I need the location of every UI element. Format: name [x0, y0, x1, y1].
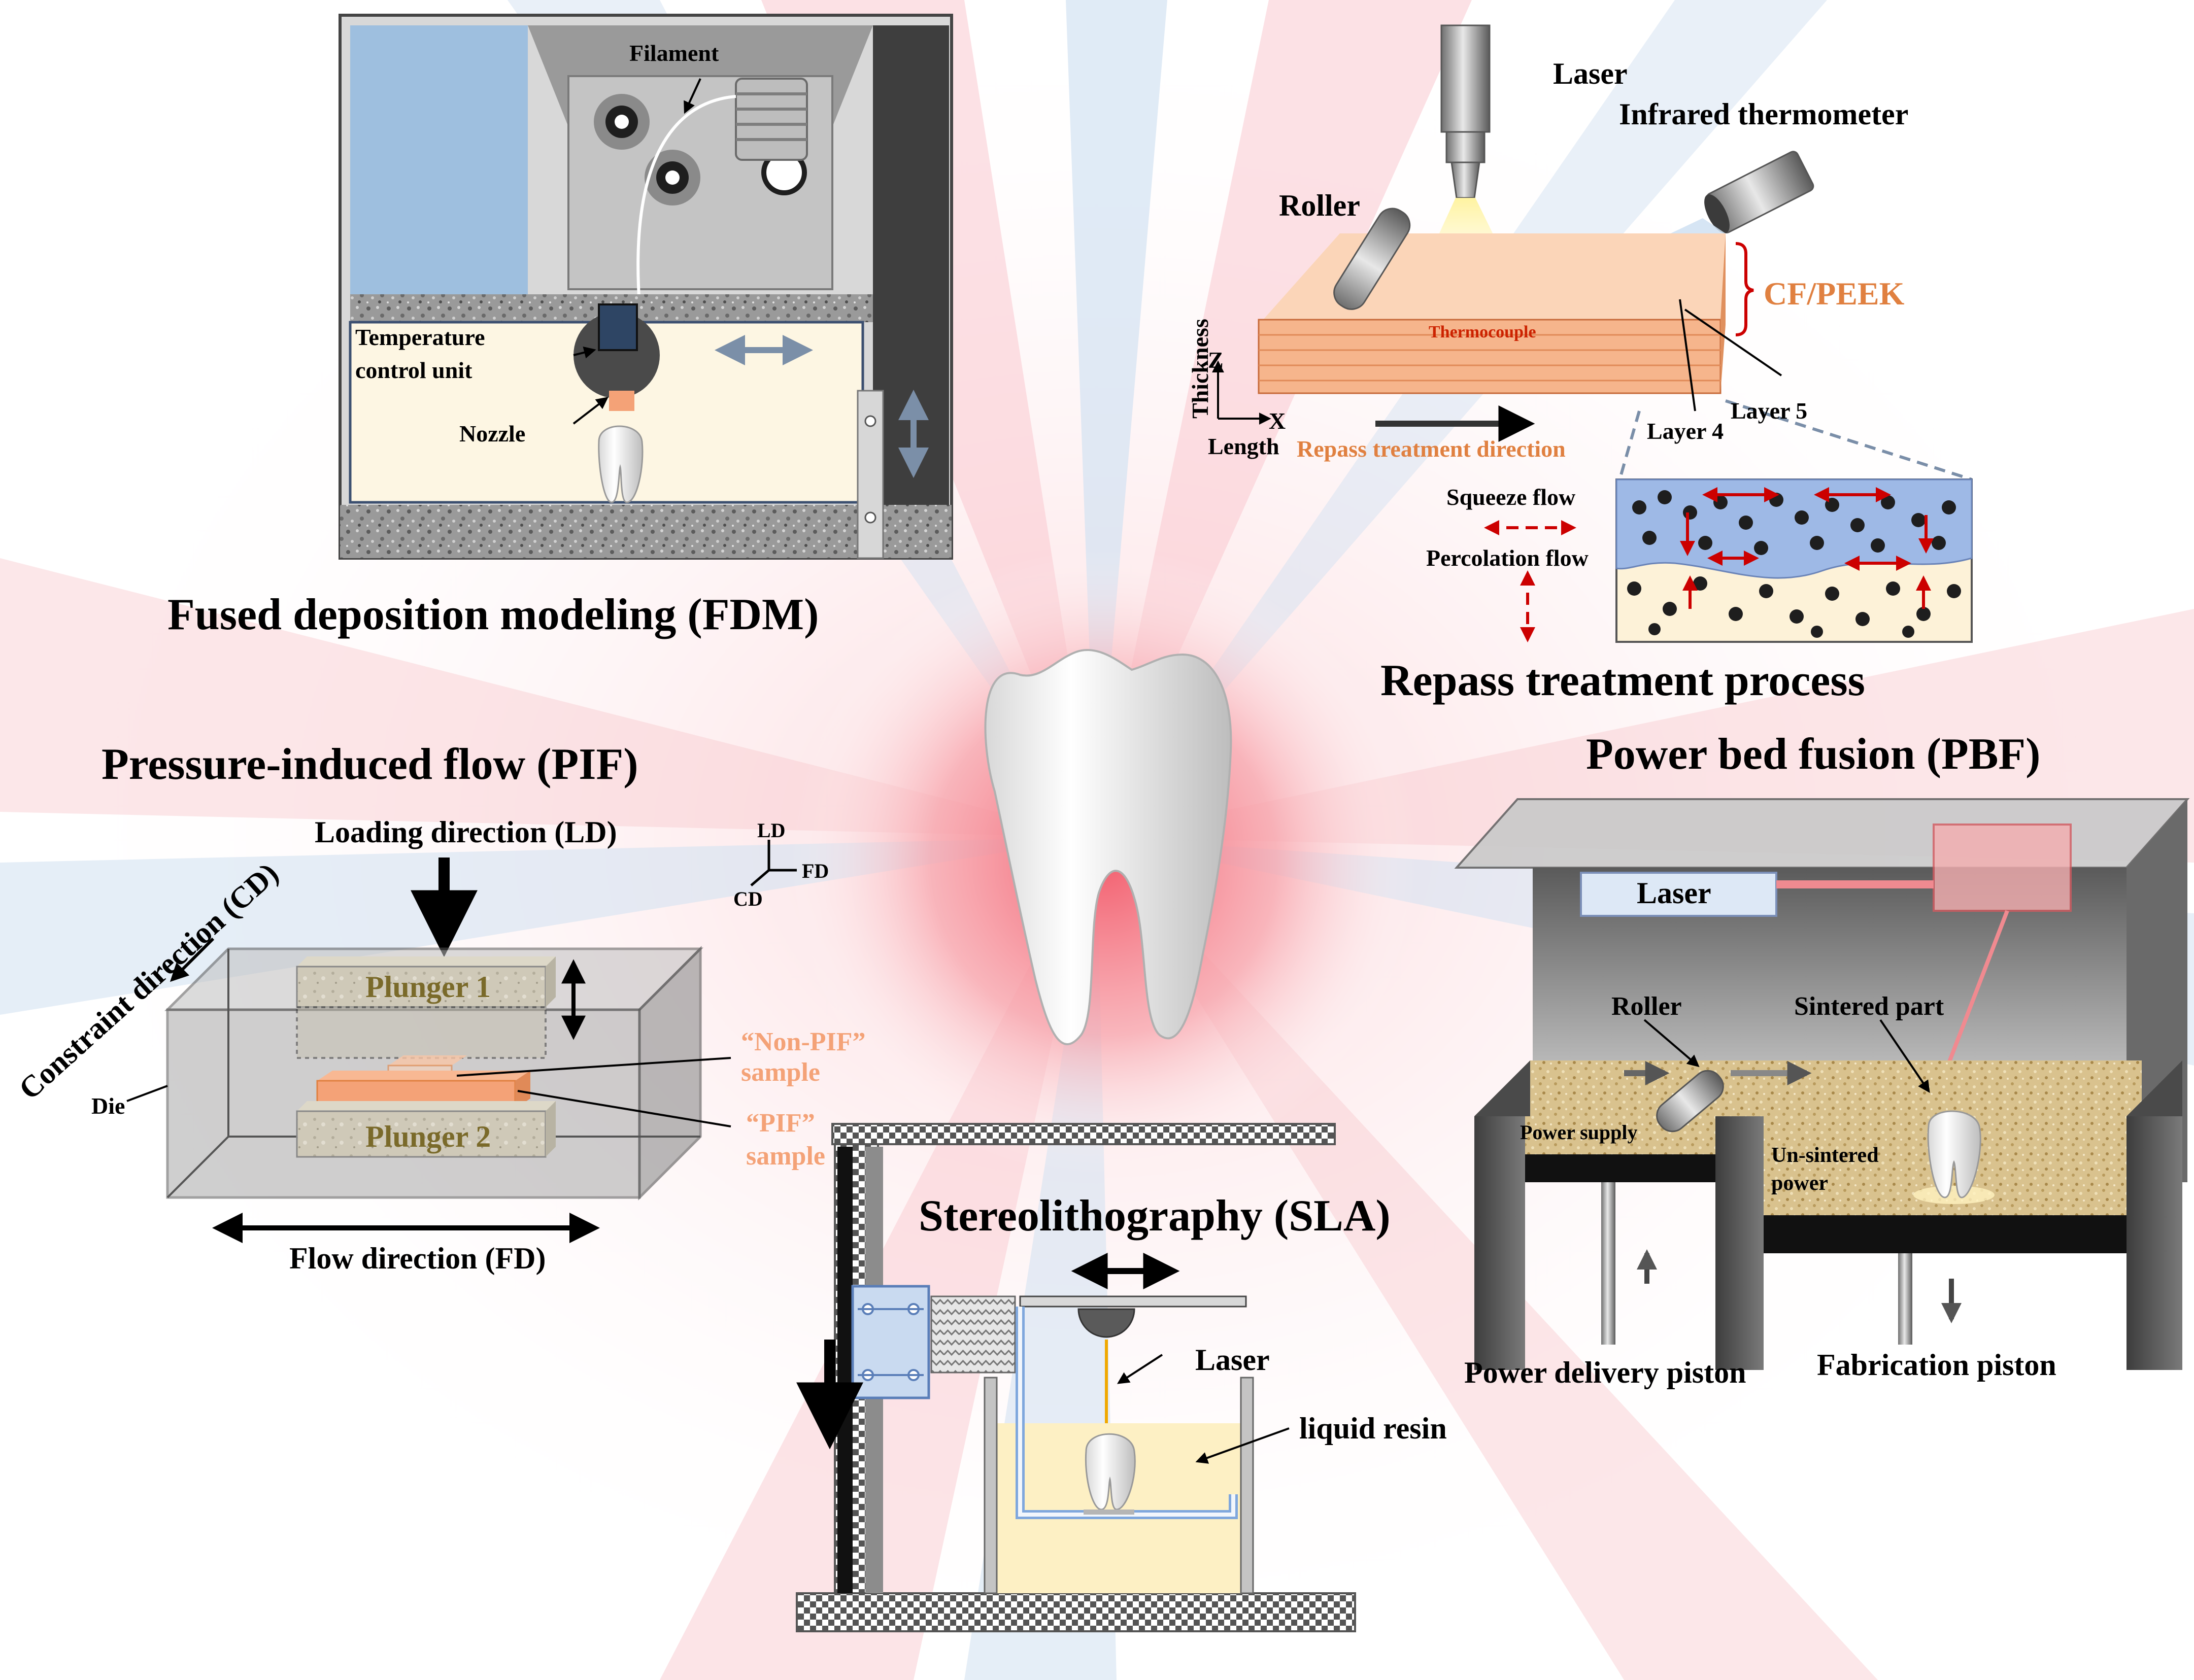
repass-layer5-label: Layer 5 — [1731, 398, 1807, 424]
fdm-temp-label-line2: control unit — [355, 357, 472, 383]
pif-axis-cd-label: CD — [733, 887, 763, 910]
repass-infrared-label: Infrared thermometer — [1619, 97, 1908, 131]
repass-thickness-label: Thickness — [1187, 319, 1213, 419]
repass-panel: Laser Infrared thermometer Roller CF/PEE… — [1187, 24, 1973, 705]
pbf-sintered-label: Sintered part — [1794, 992, 1944, 1021]
repass-squeeze-label: Squeeze flow — [1446, 484, 1575, 510]
pif-pif-label-line2: sample — [746, 1142, 825, 1171]
sla-title: Stereolithography (SLA) — [919, 1191, 1391, 1241]
fdm-temp-label-line1: Temperature — [355, 324, 485, 350]
repass-title: Repass treatment process — [1380, 656, 1865, 705]
pbf-fabrication-label: Fabrication piston — [1817, 1348, 2056, 1382]
pif-title: Pressure-induced flow (PIF) — [102, 740, 638, 789]
central-tooth — [984, 648, 1232, 1045]
pbf-panel: Power bed fusion (PBF) Laser Roller — [1454, 730, 2190, 1389]
sla-panel: Stereolithography (SLA) Laser liquid res… — [796, 1123, 1447, 1632]
repass-length-label: Length — [1208, 433, 1279, 459]
pbf-roller-label: Roller — [1611, 992, 1682, 1021]
pif-plunger1-label: Plunger 1 — [365, 970, 491, 1004]
repass-layer4-label: Layer 4 — [1647, 418, 1724, 444]
fdm-title: Fused deposition modeling (FDM) — [167, 590, 819, 639]
repass-percolation-label: Percolation flow — [1426, 545, 1589, 571]
pif-die-label: Die — [91, 1093, 125, 1119]
repass-z-label: Z — [1208, 347, 1224, 373]
pif-pif-label-line1: “PIF” — [746, 1109, 815, 1138]
pbf-laser-label: Laser — [1637, 876, 1711, 910]
fdm-panel: Filament Temperature control unit Nozzle… — [167, 14, 953, 639]
pbf-title: Power bed fusion (PBF) — [1586, 730, 2040, 779]
repass-x-label: X — [1269, 408, 1286, 434]
pif-axis-fd-label: FD — [802, 860, 829, 882]
repass-material-label: CF/PEEK — [1764, 276, 1905, 312]
repass-laser-label: Laser — [1553, 57, 1628, 90]
pif-plunger2-label: Plunger 2 — [365, 1120, 491, 1153]
repass-roller-label: Roller — [1279, 189, 1360, 222]
pbf-supply-label: Power supply — [1520, 1121, 1638, 1144]
repass-thermocouple-label: Thermocouple — [1429, 323, 1536, 341]
pif-axis-ld-label: LD — [757, 819, 786, 842]
repass-direction-label: Repass treatment direction — [1297, 436, 1566, 462]
pbf-unsintered-label-line1: Un-sintered — [1771, 1144, 1879, 1167]
pif-flow-label: Flow direction (FD) — [289, 1242, 546, 1275]
pif-loading-label: Loading direction (LD) — [315, 815, 617, 849]
pbf-delivery-label: Power delivery piston — [1464, 1356, 1746, 1389]
pif-nonpif-label-line2: sample — [741, 1058, 820, 1087]
pif-nonpif-label-line1: “Non-PIF” — [741, 1027, 866, 1056]
fdm-nozzle-label: Nozzle — [459, 421, 525, 447]
sla-laser-label: Laser — [1195, 1343, 1270, 1377]
pbf-unsintered-label-line2: power — [1771, 1172, 1828, 1195]
fdm-filament-label: Filament — [629, 40, 719, 66]
sla-resin-label: liquid resin — [1299, 1412, 1447, 1445]
